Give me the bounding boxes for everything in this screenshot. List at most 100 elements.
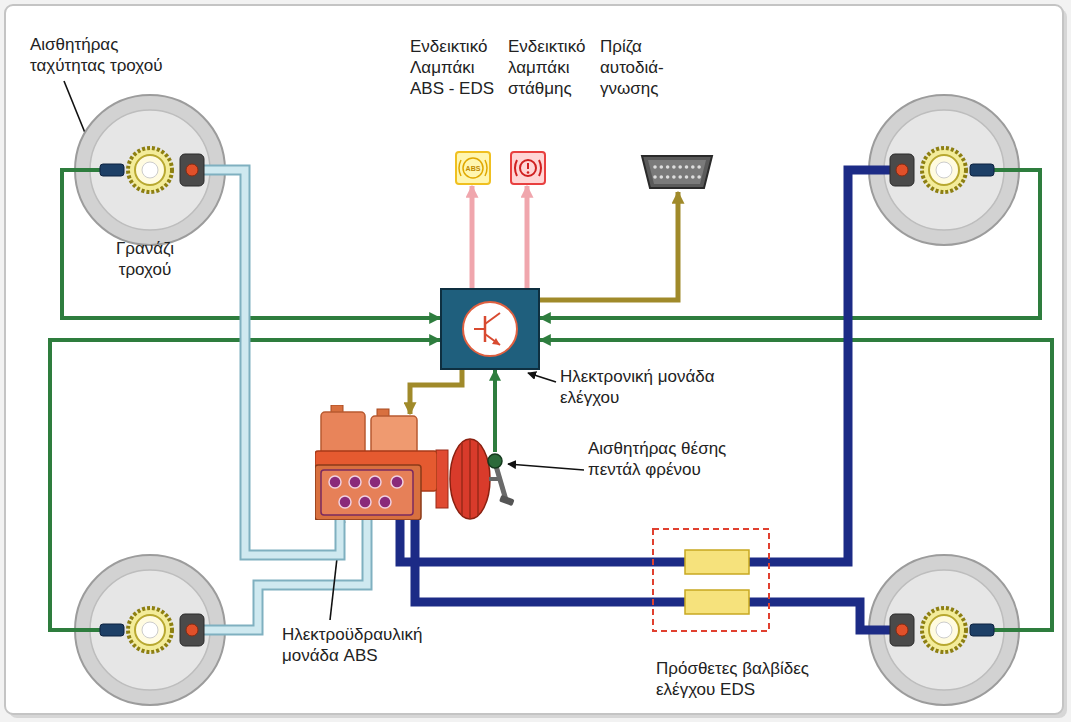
drawing-circle	[135, 615, 165, 645]
drawing-circle	[142, 162, 158, 178]
drawing-circle	[349, 476, 361, 488]
drawing-path	[492, 338, 500, 345]
drawing-rect	[321, 470, 413, 515]
wheel	[868, 555, 1020, 705]
part-label: Γρανάζι τροχού	[100, 238, 190, 280]
drawing-rect	[511, 152, 545, 184]
drawing-circle	[75, 95, 225, 245]
pedal-sensor-icon	[486, 452, 504, 470]
wheel-gear	[128, 608, 172, 652]
wheel-gear	[128, 148, 172, 192]
drawing-circle	[884, 570, 1004, 690]
drawing-circle	[678, 175, 682, 179]
drawing-line	[484, 316, 487, 342]
drawing-circle	[135, 155, 165, 185]
drawing-circle	[666, 165, 670, 169]
speed-sensor	[100, 164, 124, 176]
eds-valves-icon	[652, 528, 770, 632]
drawing-circle	[90, 570, 210, 690]
drawing-path	[648, 160, 706, 184]
pedal-pad	[499, 495, 515, 506]
connector	[415, 520, 652, 602]
leader-line	[508, 464, 584, 470]
part-label: Ηλεκτροϋδραυλική μονάδα ABS	[282, 624, 457, 666]
drawing-circle	[329, 476, 341, 488]
drawing-circle	[672, 175, 676, 179]
hydraulic-unit-icon	[315, 405, 437, 520]
lamp-symbol-text: ABS	[455, 151, 491, 185]
booster-flange	[436, 450, 448, 508]
drawing-polyline	[415, 520, 652, 602]
drawing-circle	[678, 165, 682, 169]
drawing-circle	[691, 175, 695, 179]
drawing-rect	[315, 465, 421, 520]
brake-line	[770, 170, 868, 562]
control-unit: Ηλεκτρονική μονάδα ελέγχου	[440, 288, 540, 370]
drawing-circle	[666, 175, 670, 179]
drawing-circle	[75, 555, 225, 705]
drawing-circle	[660, 175, 664, 179]
drawing-polyline	[470, 186, 475, 288]
drawing-circle	[186, 624, 198, 636]
wheel-icon	[74, 94, 226, 246]
drawing-circle	[685, 165, 689, 169]
speed-sensor	[100, 624, 124, 636]
drawing-line	[461, 442, 463, 516]
part-label: Ηλεκτρονική μονάδα ελέγχου	[560, 366, 760, 408]
drawing-circle	[896, 624, 908, 636]
drawing-line	[74, 628, 102, 632]
part-label: Ενδεικτικό Λαμπάκι ABS - EDS	[410, 36, 502, 99]
connector	[472, 186, 473, 288]
brake-booster	[450, 439, 490, 519]
drawing-path	[515, 160, 541, 176]
drawing-circle	[653, 175, 657, 179]
drawing-circle	[520, 160, 536, 176]
brake-caliper	[180, 154, 204, 186]
wheel-gear	[922, 148, 966, 192]
drawing-circle	[463, 302, 517, 356]
part-label: Αισθητήρας ταχύτητας τροχού	[30, 34, 192, 76]
drawing-polyline	[410, 370, 462, 414]
drawing-circle	[884, 110, 1004, 230]
drawing-circle	[929, 615, 959, 645]
drawing-circle	[691, 165, 695, 169]
drawing-circle	[697, 165, 701, 169]
drawing-circle	[142, 622, 158, 638]
drawing-circle	[359, 496, 371, 508]
drawing-circle	[685, 175, 689, 179]
drawing-circle	[653, 165, 657, 169]
brake-caliper	[180, 614, 204, 646]
drawing-circle	[369, 476, 381, 488]
speed-sensor	[970, 624, 994, 636]
drawing-circle	[660, 165, 664, 169]
drawing-rect	[653, 529, 769, 631]
drawing-line	[474, 328, 485, 330]
drawing-circle	[379, 496, 391, 508]
drawing-circle	[896, 164, 908, 176]
drawing-line	[469, 440, 471, 518]
drawing-circle	[936, 162, 952, 178]
drawing-circle	[869, 555, 1019, 705]
part-label: Αισθητήρας θέσης πεντάλ φρένου	[588, 438, 773, 480]
part-label: Πρίζα αυτοδιά- γνωσης	[600, 36, 700, 99]
part-label: Ενδεικτικό λαμπάκι στάθμης	[508, 36, 600, 99]
wheel-gear	[922, 608, 966, 652]
connector	[527, 186, 528, 288]
drawing-polyline	[525, 186, 530, 288]
brake-caliper	[890, 154, 914, 186]
connector	[410, 370, 462, 414]
diagnostic-socket: Πρίζα αυτοδιά- γνωσης	[640, 152, 714, 192]
drawing-polyline	[540, 192, 678, 300]
parking-lamp-icon	[510, 151, 546, 185]
drawing-polyline	[400, 520, 652, 562]
leader-line	[528, 373, 556, 382]
obd-socket-icon	[640, 152, 714, 192]
wheel	[74, 95, 226, 245]
drawing-circle	[391, 476, 403, 488]
warning-lamp: Ενδεικτικό Λαμπάκι ABS - EDSABS	[455, 151, 491, 185]
drawing-polyline	[493, 370, 497, 452]
drawing-circle	[186, 164, 198, 176]
drawing-line	[485, 313, 500, 324]
drawing-circle	[672, 165, 676, 169]
